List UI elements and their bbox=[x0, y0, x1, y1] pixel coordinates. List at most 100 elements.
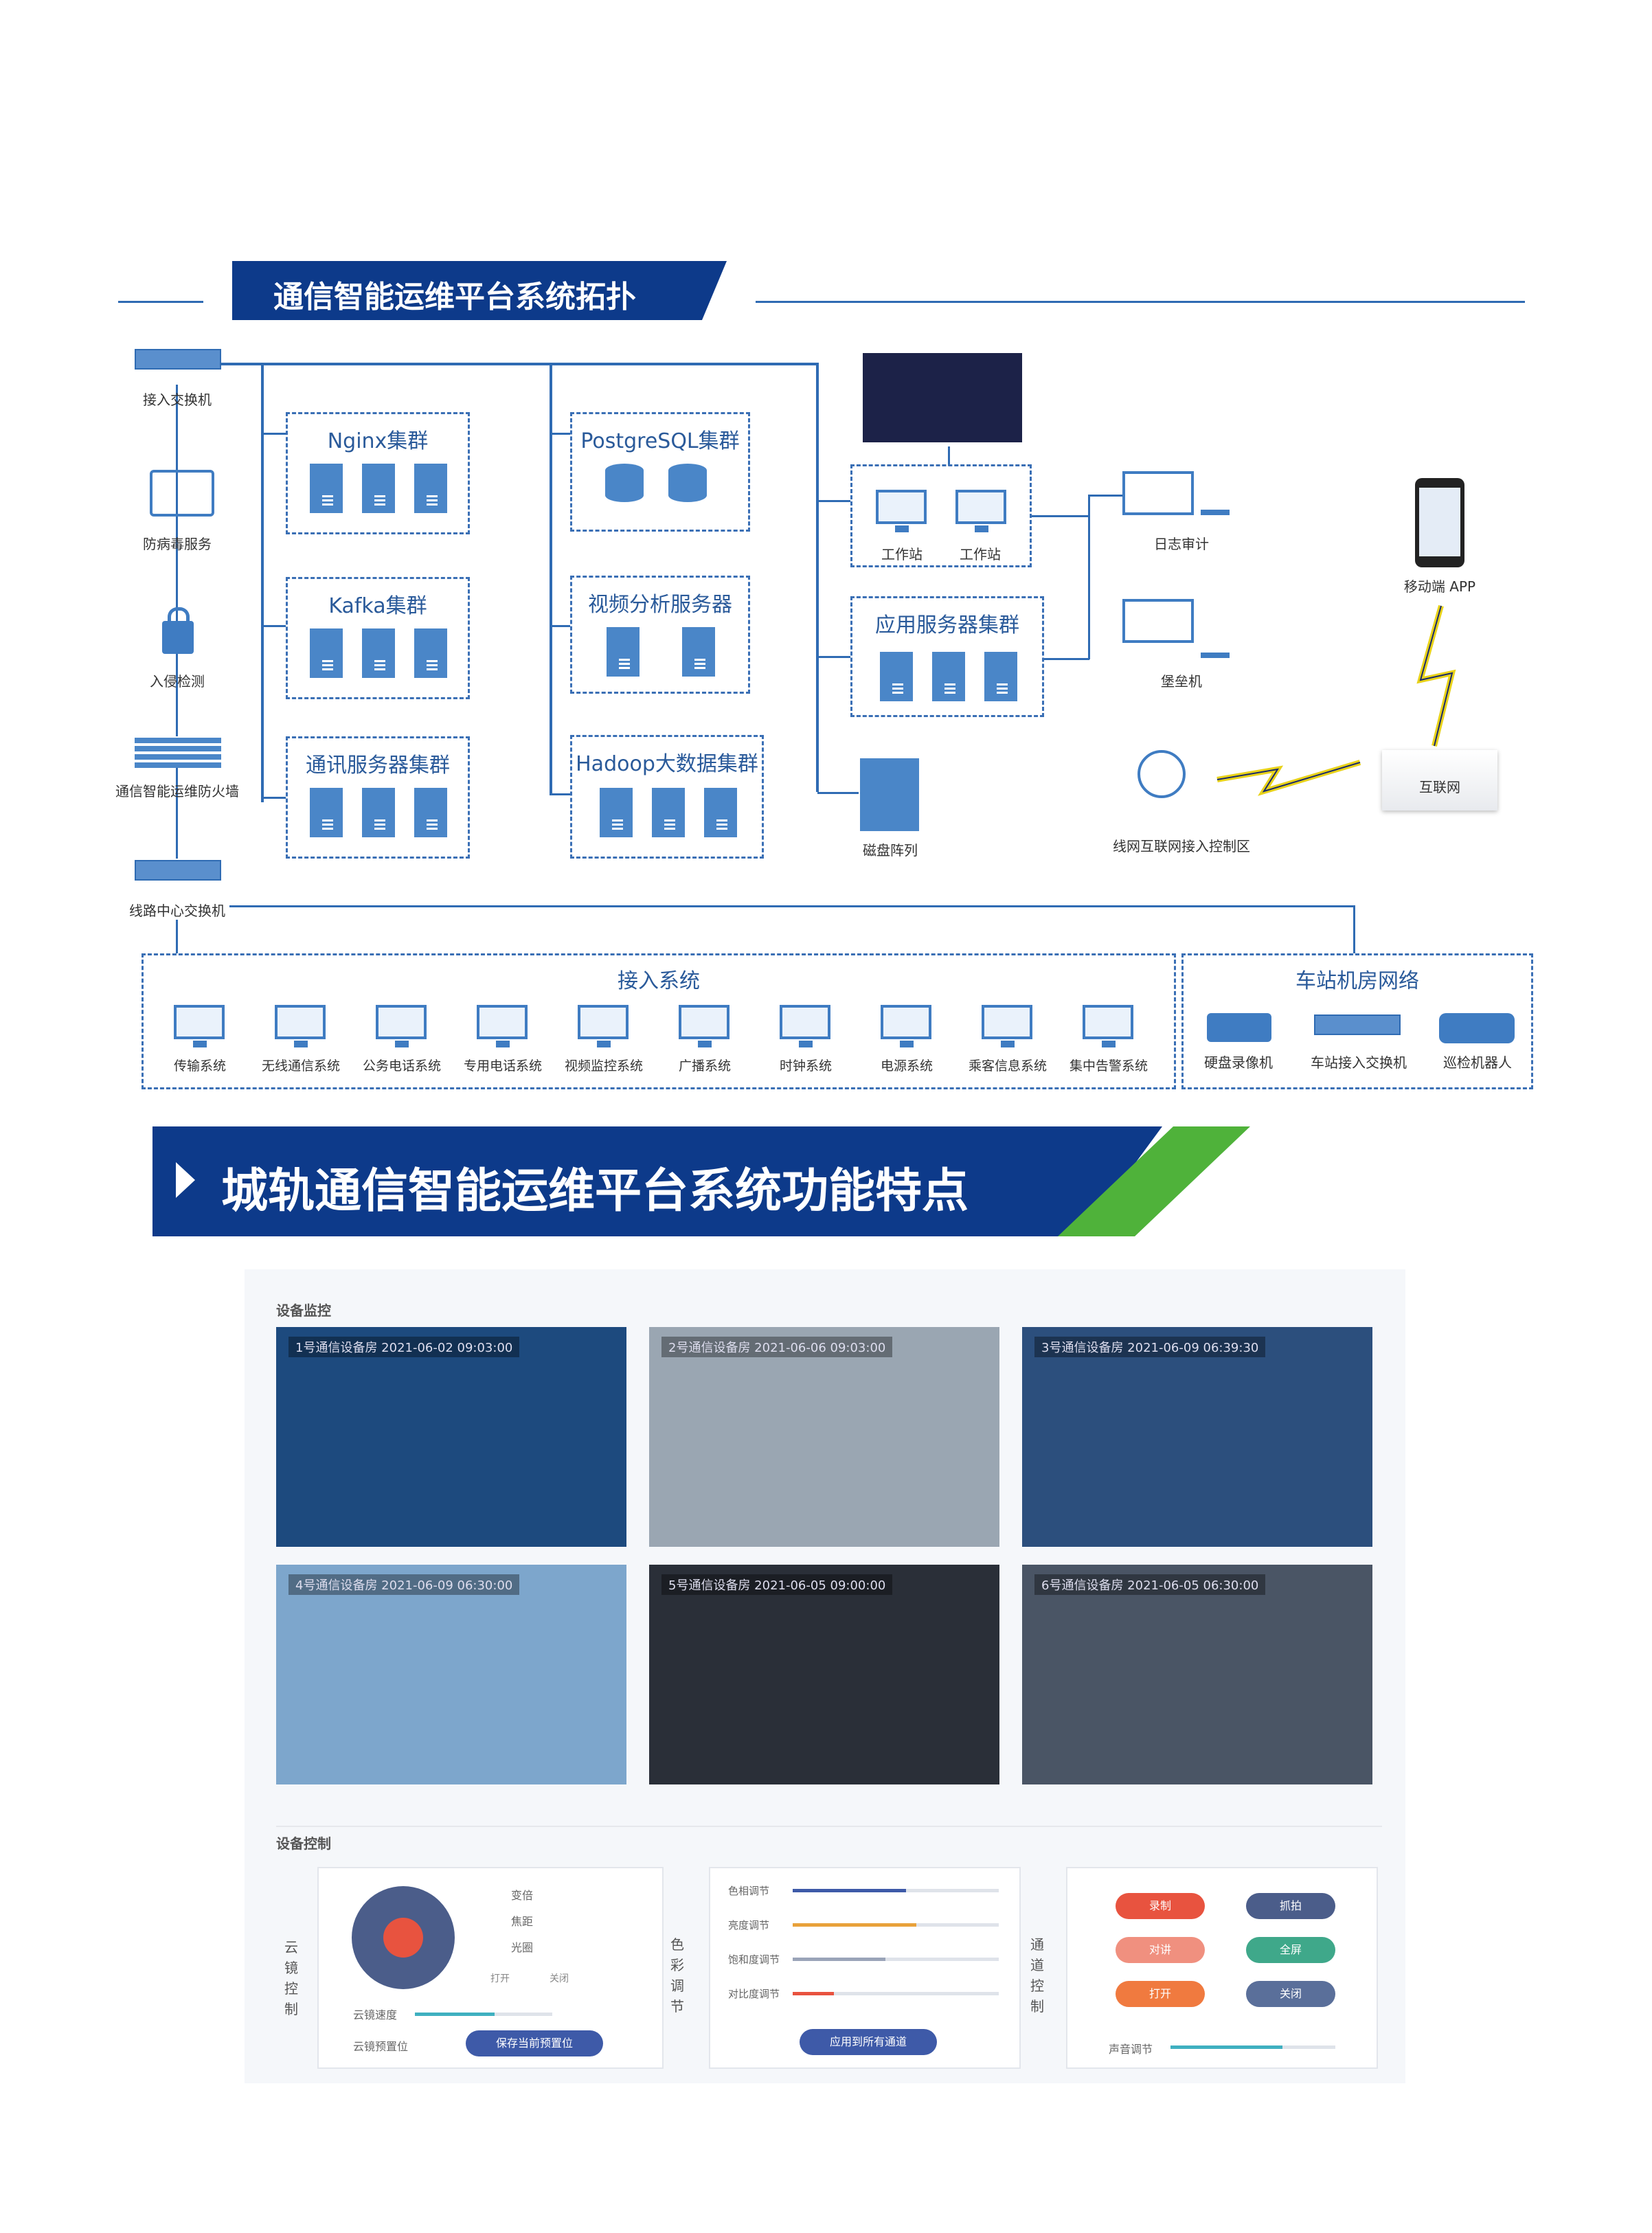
nginx-cluster-title: Nginx集群 bbox=[327, 429, 429, 453]
channel-button[interactable]: 关闭 bbox=[1246, 1981, 1335, 2007]
access-system-item: 传输系统 bbox=[173, 1058, 226, 1074]
close-button[interactable]: 关闭 bbox=[550, 1973, 569, 1984]
apply-all-button[interactable]: 应用到所有通道 bbox=[800, 2029, 937, 2055]
hadoop-cluster-title: Hadoop大数据集群 bbox=[576, 752, 758, 776]
camera-feed[interactable]: 4号通信设备房 2021-06-09 06:30:00 bbox=[276, 1565, 626, 1784]
system-monitor-icon bbox=[881, 1005, 931, 1047]
dvr-camera-icon bbox=[1207, 1013, 1271, 1042]
banner-rule-right bbox=[756, 301, 1525, 303]
internet-label: 互联网 bbox=[1419, 779, 1460, 795]
mobile-phone-icon bbox=[1415, 478, 1464, 567]
color-slider[interactable] bbox=[793, 1889, 999, 1892]
station-network-title: 车站机房网络 bbox=[1295, 969, 1419, 993]
camera-tag: 3号通信设备房 2021-06-09 06:39:30 bbox=[1034, 1337, 1266, 1357]
database-icon bbox=[605, 464, 644, 502]
ptz-label: 云镜控制 bbox=[284, 1939, 298, 2017]
server-icon bbox=[362, 464, 395, 513]
access-system-item: 乘客信息系统 bbox=[968, 1058, 1047, 1074]
color-slider[interactable] bbox=[793, 1958, 999, 1961]
channel-button[interactable]: 全屏 bbox=[1246, 1937, 1335, 1963]
center-switch-icon bbox=[135, 860, 221, 881]
camera-tag: 5号通信设备房 2021-06-05 09:00:00 bbox=[661, 1574, 893, 1595]
main-bus-line bbox=[220, 363, 817, 365]
ptz-speed-slider[interactable] bbox=[415, 2013, 552, 2016]
volume-slider[interactable] bbox=[1170, 2045, 1335, 2049]
play-arrow-icon bbox=[176, 1162, 195, 1198]
workstation-icon bbox=[955, 490, 1006, 532]
system-monitor-icon bbox=[780, 1005, 830, 1047]
channel-button[interactable]: 打开 bbox=[1116, 1981, 1205, 2007]
log-audit-label: 日志审计 bbox=[1154, 536, 1209, 552]
system-monitor-icon bbox=[982, 1005, 1032, 1047]
access-system-box: 接入系统 传输系统无线通信系统公务电话系统专用电话系统视频监控系统广播系统时钟系… bbox=[142, 953, 1176, 1089]
lightning-icon bbox=[1217, 760, 1361, 796]
control-title: 设备控制 bbox=[276, 1835, 331, 1852]
access-system-title: 接入系统 bbox=[618, 969, 700, 993]
server-icon bbox=[932, 652, 965, 701]
server-icon bbox=[310, 788, 343, 837]
open-button[interactable]: 打开 bbox=[490, 1973, 510, 1984]
camera-feed[interactable]: 1号通信设备房 2021-06-02 09:03:00 bbox=[276, 1327, 626, 1547]
camera-feed[interactable]: 5号通信设备房 2021-06-05 09:00:00 bbox=[649, 1565, 999, 1784]
station-item-label: 车站接入交换机 bbox=[1311, 1054, 1407, 1071]
channel-button[interactable]: 抓拍 bbox=[1246, 1893, 1335, 1919]
bus-right-vertical bbox=[816, 363, 819, 792]
color-row-label: 对比度调节 bbox=[728, 1988, 780, 2000]
access-system-item: 无线通信系统 bbox=[261, 1058, 340, 1074]
topology-title: 通信智能运维平台系统拓扑 bbox=[273, 280, 636, 315]
server-icon bbox=[414, 628, 447, 678]
ptz-dpad[interactable] bbox=[352, 1886, 455, 1989]
station-item-label: 巡检机器人 bbox=[1443, 1054, 1512, 1071]
station-link-line bbox=[1353, 905, 1355, 953]
app-cluster-title: 应用服务器集群 bbox=[875, 613, 1019, 637]
server-icon bbox=[362, 628, 395, 678]
system-monitor-icon bbox=[174, 1005, 225, 1047]
station-network-box: 车站机房网络 硬盘录像机 车站接入交换机 巡检机器人 bbox=[1181, 953, 1533, 1089]
system-monitor-icon bbox=[275, 1005, 326, 1047]
app-cluster-box: 应用服务器集群 bbox=[850, 596, 1044, 717]
ptz-preset-label: 云镜预置位 bbox=[353, 2040, 409, 2053]
server-icon bbox=[704, 788, 737, 837]
bastion-icon bbox=[1122, 599, 1194, 643]
server-icon bbox=[607, 627, 640, 677]
server-icon bbox=[682, 627, 715, 677]
ptz-row-label: 焦距 bbox=[511, 1915, 534, 1928]
server-icon bbox=[880, 652, 913, 701]
channel-button[interactable]: 对讲 bbox=[1116, 1937, 1205, 1963]
access-system-item: 广播系统 bbox=[678, 1058, 731, 1074]
access-system-item: 视频监控系统 bbox=[564, 1058, 643, 1074]
firewall-icon bbox=[135, 736, 221, 768]
dashboard-screen-image bbox=[863, 353, 1022, 442]
postgres-cluster-box: PostgreSQL集群 bbox=[570, 412, 750, 532]
color-slider[interactable] bbox=[793, 1992, 999, 1995]
ptz-control-card: 云镜控制 变倍 焦距 光圈 打开 关闭 云镜速度 云镜预置位 保存当前预置位 bbox=[284, 1867, 664, 2069]
color-control-card: 色彩调节 色相调节亮度调节饱和度调节对比度调节 应用到所有通道 bbox=[670, 1867, 1021, 2069]
bus-left-vertical bbox=[261, 363, 264, 802]
color-row-label: 亮度调节 bbox=[728, 1919, 770, 1931]
server-icon bbox=[984, 652, 1017, 701]
disk-array-icon bbox=[860, 758, 919, 831]
features-title-banner: 城轨通信智能运维平台系统功能特点 bbox=[152, 1126, 1162, 1236]
ptz-center-button[interactable] bbox=[383, 1918, 423, 1958]
ptz-speed-label: 云镜速度 bbox=[353, 2008, 398, 2021]
system-monitor-icon bbox=[1083, 1005, 1133, 1047]
log-audit-icon bbox=[1122, 471, 1194, 515]
camera-tag: 4号通信设备房 2021-06-09 06:30:00 bbox=[288, 1574, 520, 1595]
camera-feed[interactable]: 2号通信设备房 2021-06-06 09:03:00 bbox=[649, 1327, 999, 1547]
camera-feed[interactable]: 3号通信设备房 2021-06-09 06:39:30 bbox=[1022, 1327, 1372, 1547]
system-monitor-icon bbox=[679, 1005, 729, 1047]
channel-control-card: 通道控制 录制抓拍对讲全屏打开关闭 声音调节 bbox=[1030, 1867, 1378, 2069]
antivirus-icon bbox=[150, 470, 214, 517]
channel-label: 通道控制 bbox=[1030, 1936, 1044, 2015]
camera-feed[interactable]: 6号通信设备房 2021-06-05 06:30:00 bbox=[1022, 1565, 1372, 1784]
color-slider[interactable] bbox=[793, 1923, 999, 1927]
center-switch-line bbox=[176, 905, 1355, 907]
banner-rule-left bbox=[118, 301, 203, 303]
bus-mid-vertical bbox=[550, 363, 552, 795]
features-title: 城轨通信智能运维平台系统功能特点 bbox=[221, 1164, 969, 1218]
channel-button[interactable]: 录制 bbox=[1116, 1893, 1205, 1919]
bastion-label: 堡垒机 bbox=[1161, 673, 1202, 690]
save-preset-button[interactable]: 保存当前预置位 bbox=[466, 2030, 603, 2056]
monitor-title: 设备监控 bbox=[276, 1302, 331, 1319]
workstation-box: 工作站 工作站 bbox=[850, 464, 1032, 567]
